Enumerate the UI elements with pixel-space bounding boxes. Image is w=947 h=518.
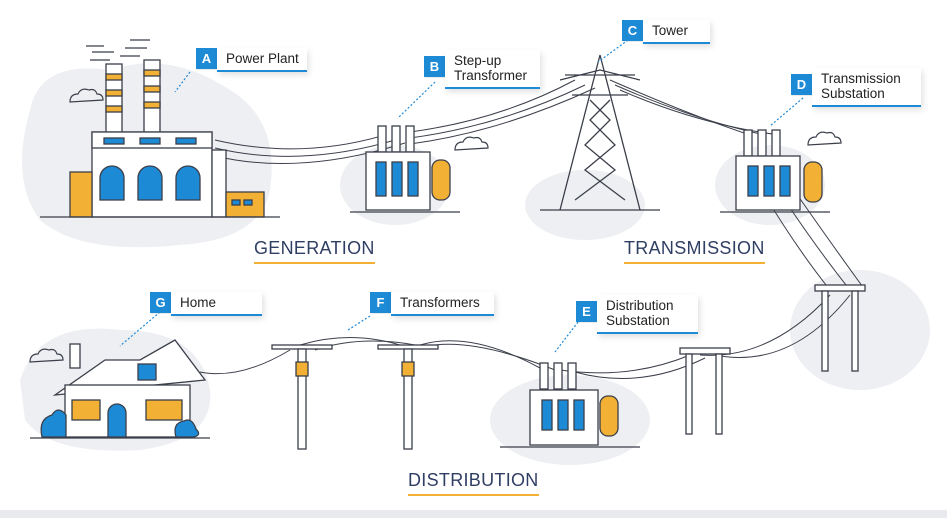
tag-label: Transmission Substation: [812, 68, 921, 107]
distribution-substation-illustration: [500, 362, 640, 448]
tag-label: Step-up Transformer: [445, 50, 540, 89]
transmission-tower-illustration: [540, 54, 660, 211]
bottom-rule: [0, 510, 947, 518]
tag-badge: F: [370, 292, 391, 313]
tag-label: Home: [171, 292, 263, 316]
tag-label: Transformers: [391, 292, 494, 316]
tag-badge: A: [196, 48, 217, 69]
tag-badge: G: [150, 292, 171, 313]
tag-transmission-substation: D Transmission Substation: [791, 68, 921, 107]
tag-label: Tower: [643, 20, 711, 44]
distribution-poles: [271, 284, 866, 450]
section-transmission: TRANSMISSION: [624, 238, 765, 264]
tag-badge: D: [791, 74, 812, 95]
tag-leaders: [119, 39, 804, 353]
home-illustration: [30, 339, 210, 439]
tag-distribution-substation: E Distribution Substation: [576, 295, 698, 334]
tag-transformers: F Transformers: [370, 292, 494, 316]
tag-step-up-transformer: B Step-up Transformer: [424, 50, 540, 89]
tag-label: Power Plant: [217, 48, 307, 72]
tag-badge: B: [424, 56, 445, 77]
tag-label: Distribution Substation: [597, 295, 698, 334]
tag-tower: C Tower: [622, 20, 711, 44]
power-lines: [199, 79, 866, 379]
power-plant-illustration: [40, 39, 280, 218]
transmission-substation-illustration: [720, 129, 830, 213]
tag-power-plant: A Power Plant: [196, 48, 307, 72]
step-up-transformer-illustration: [350, 125, 460, 213]
section-distribution: DISTRIBUTION: [408, 470, 539, 496]
tag-home: G Home: [150, 292, 263, 316]
tag-badge: C: [622, 20, 643, 41]
clouds: [29, 88, 842, 363]
tag-badge: E: [576, 301, 597, 322]
section-generation: GENERATION: [254, 238, 375, 264]
